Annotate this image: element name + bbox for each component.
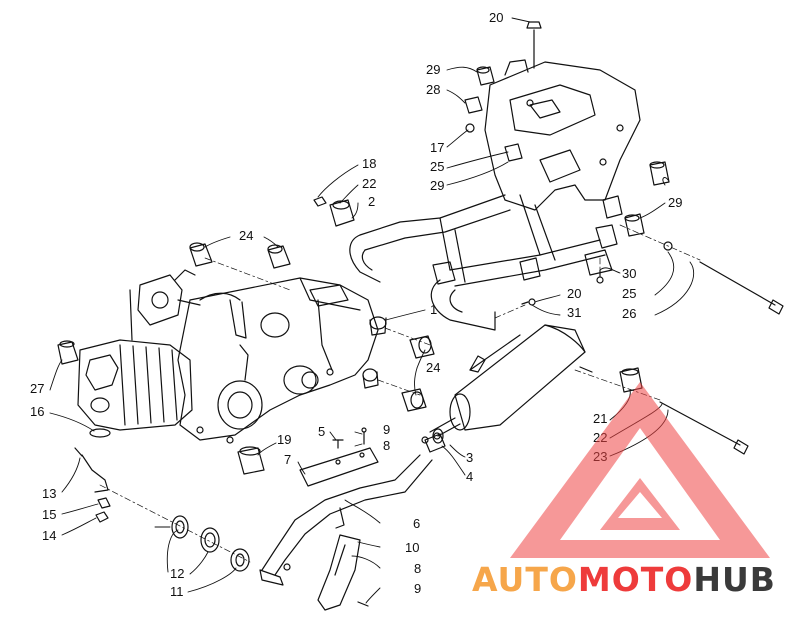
callout-4: 4 [466, 469, 474, 484]
callout-8: 8 [383, 438, 391, 453]
callout-27: 27 [30, 381, 45, 396]
callout-24: 24 [426, 360, 441, 375]
spacer-27 [57, 340, 79, 365]
heat-shield [317, 534, 361, 611]
callout-6: 6 [413, 516, 421, 531]
stud-13 [74, 447, 109, 493]
callout-29: 29 [668, 195, 683, 210]
callout-20: 20 [489, 10, 504, 25]
callout-18: 18 [362, 156, 377, 171]
callout-29: 29 [430, 178, 445, 193]
callout-25: 25 [622, 286, 637, 301]
callout-21: 21 [593, 411, 608, 426]
callout-24: 24 [239, 228, 254, 243]
callout-9: 9 [383, 422, 391, 437]
callout-25: 25 [430, 159, 445, 174]
nut-18 [313, 196, 327, 207]
gasket-ring-11 [230, 548, 250, 572]
gasket-ring-12 [200, 527, 220, 553]
clamp-4 [424, 432, 446, 453]
screw-9-lower [357, 601, 369, 607]
engine-mount-bushing-24-lower-b [401, 388, 427, 412]
callout-16: 16 [30, 404, 45, 419]
callout-15: 15 [42, 507, 57, 522]
callout-31: 31 [567, 305, 582, 320]
callout-10: 10 [405, 540, 420, 555]
washer-30 [596, 269, 604, 284]
centerlines [99, 224, 701, 563]
callout-2: 2 [368, 194, 376, 209]
bolt-23 [659, 401, 749, 455]
callout-5: 5 [318, 424, 326, 439]
callout-13: 13 [42, 486, 57, 501]
watermark-word-auto: AUTO [472, 560, 578, 599]
bushing-1 [369, 316, 387, 336]
callout-12: 12 [170, 566, 185, 581]
screw-5 [332, 439, 344, 449]
engine-mount-bushing-24-upper-right [267, 244, 291, 269]
callout-11: 11 [170, 584, 184, 599]
callout-17: 17 [430, 140, 445, 155]
bushing-29-top [476, 66, 495, 86]
exhaust-pipe [259, 454, 433, 586]
bushing-29-right [649, 161, 670, 186]
bushing-29-lower-right [624, 213, 645, 237]
spring-14 [95, 511, 109, 523]
watermark-wordmark: AUTOMOTOHUB [472, 560, 776, 599]
callout-28: 28 [426, 82, 441, 97]
bolt-26 [663, 241, 784, 315]
engine-assembly [77, 269, 379, 444]
callout-8: 8 [414, 561, 422, 576]
gasket-16 [89, 428, 111, 438]
callout-1: 1 [430, 302, 438, 317]
spacer-19 [237, 446, 265, 475]
engine-mount-frame [329, 59, 641, 331]
bolt-20-top [526, 21, 542, 69]
bushing-near-engine [362, 368, 379, 389]
callout-7: 7 [284, 452, 292, 467]
callout-26: 26 [622, 306, 637, 321]
callout-14: 14 [42, 528, 57, 543]
bushing-28 [464, 96, 483, 114]
callout-9: 9 [414, 581, 422, 596]
bushing-25 [504, 143, 523, 162]
callout-29: 29 [426, 62, 441, 77]
nut-15 [97, 497, 111, 509]
callout-30: 30 [622, 266, 637, 281]
automotohub-watermark-logo [510, 382, 770, 558]
exhaust-shield-7 [299, 447, 379, 487]
watermark-word-moto: MOTO [577, 560, 694, 599]
leader-lines [49, 17, 695, 604]
watermark-word-hub: HUB [693, 560, 776, 599]
bolt-muffler-stud [579, 366, 593, 373]
gasket-ring-a [171, 515, 189, 539]
screw-9-upper [361, 427, 367, 445]
callout-20: 20 [567, 286, 582, 301]
callout-19: 19 [277, 432, 292, 447]
engine-mount-bushing-24-upper-left [189, 242, 213, 267]
callout-3: 3 [466, 450, 474, 465]
engine-mount-bushing-24-lower-a [409, 335, 435, 359]
washer-17 [465, 123, 475, 133]
muffler [421, 324, 586, 444]
callout-22: 22 [362, 176, 377, 191]
